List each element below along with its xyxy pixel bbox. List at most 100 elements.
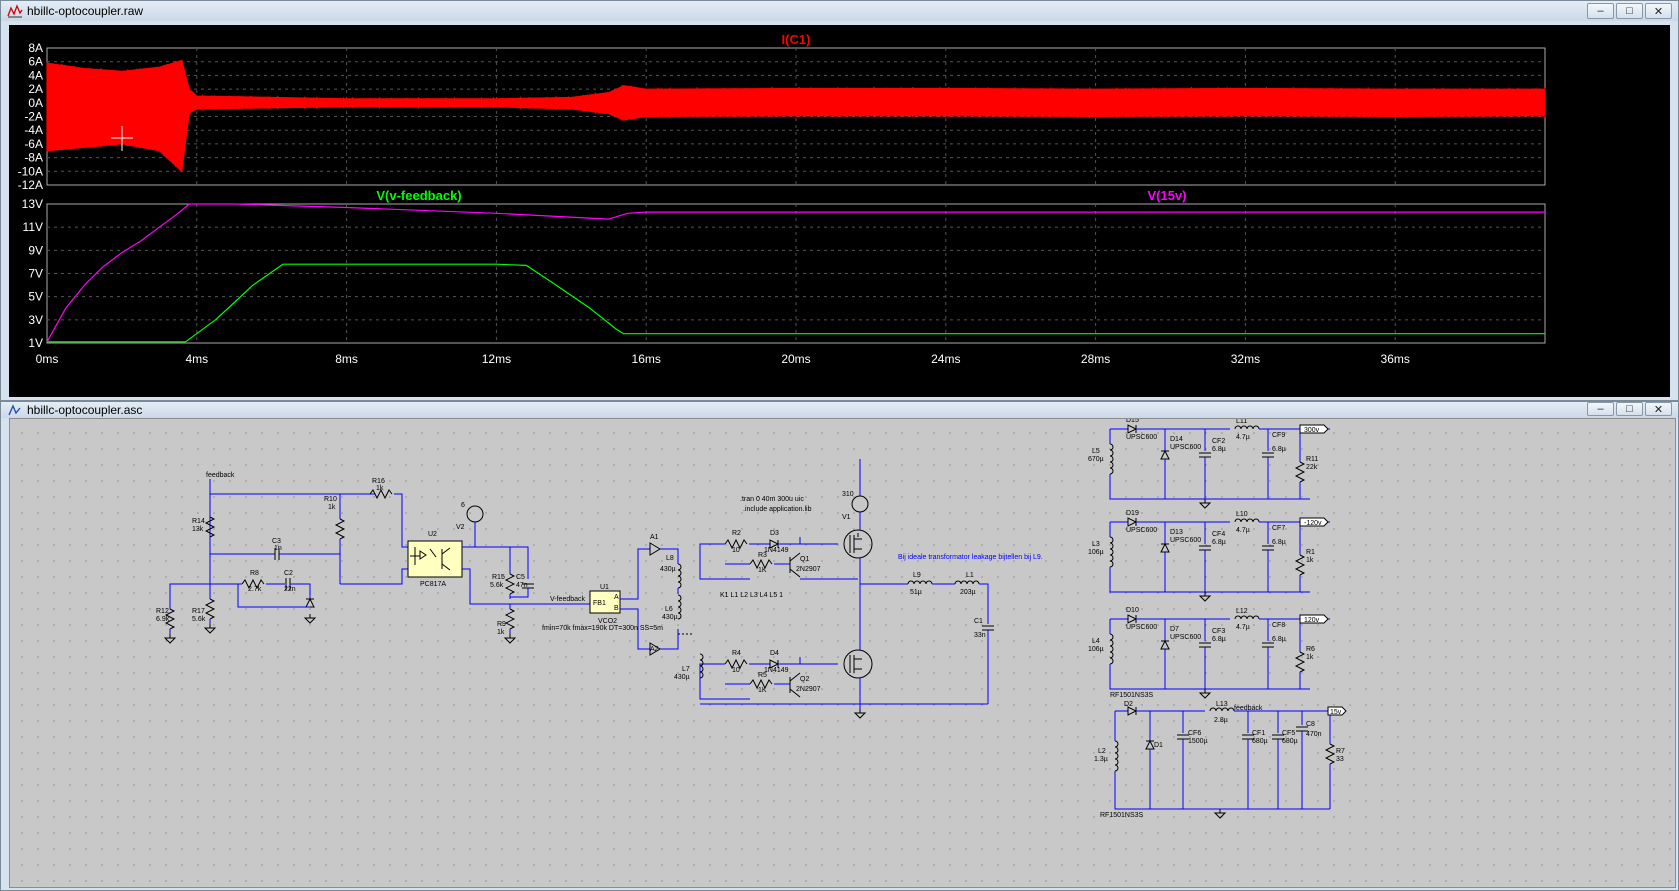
schematic-titlebar[interactable]: hbillc-optocoupler.asc – □ ✕: [1, 402, 1678, 418]
waveform-titlebar[interactable]: hbillc-optocoupler.raw – □ ✕: [1, 1, 1678, 21]
q1-transistor-symbol: [789, 552, 801, 578]
ground-icon: [1198, 499, 1212, 509]
q2-transistor-symbol: [789, 672, 801, 698]
x-tick-label: 20ms: [781, 352, 810, 366]
y-tick-label: 0A: [28, 96, 43, 110]
wire: [699, 543, 725, 564]
r17-resistor-symbol: [204, 598, 216, 620]
trace-v-15v: [46, 203, 1545, 343]
r5-name: R5: [758, 672, 767, 679]
trace-label-i-c1: I(C1): [782, 32, 811, 47]
railn120-l-inductor-symbol: [1109, 536, 1114, 568]
c1-value: 33n: [974, 632, 986, 639]
r10-resistor-symbol: [334, 518, 346, 540]
waveform-plot-area[interactable]: 8A6A4A2A0A-2A-4A-6A-8A-10A-12AI(C1)13V11…: [9, 25, 1670, 397]
wire: [340, 568, 408, 585]
rail120-l-name: L4: [1092, 638, 1100, 645]
u1-vco: [589, 590, 621, 614]
y-tick-label: 2A: [28, 82, 43, 96]
l6-inductor-symbol: [677, 594, 682, 620]
q-mosfet-lower: [843, 649, 873, 679]
schematic-minimize-button[interactable]: –: [1587, 402, 1614, 416]
r9-resistor-symbol: [504, 608, 516, 630]
x-tick-label: 0ms: [36, 352, 59, 366]
u1-pin-b: B: [614, 605, 619, 612]
q2-value: 2N2907: [796, 686, 821, 693]
l2-name: L2: [1098, 748, 1106, 755]
vco-params: fmin=70k fmax=190k DT=300n SS=5m: [542, 625, 663, 632]
mosfet-lower-internal: [849, 655, 862, 673]
d2-name: D2: [1124, 701, 1133, 708]
d1-value: RF1501NS3S: [1100, 812, 1144, 819]
c1-capacitor-symbol: [982, 625, 994, 631]
r12-value: 6.9k: [156, 616, 170, 623]
railn120-lf-name: L10: [1236, 511, 1248, 518]
y-tick-label: -2A: [24, 110, 43, 124]
rail120-r-value: 1k: [1306, 654, 1314, 661]
wire: [290, 583, 311, 599]
minimize-icon: –: [1597, 403, 1604, 415]
ground-icon: [203, 624, 217, 634]
rail120-r-resistor-symbol: [1294, 651, 1306, 673]
wire: [169, 583, 210, 604]
cf5-name: CF5: [1282, 730, 1295, 737]
railn120-cf2-capacitor-symbol: [1262, 545, 1274, 551]
minimize-button[interactable]: –: [1587, 3, 1614, 19]
mosfet-upper-internal: [849, 533, 862, 553]
d2-diode-symbol: [1127, 706, 1138, 716]
r8-resistor-symbol: [241, 578, 265, 590]
r17-name: R17: [192, 608, 205, 615]
wire: [1109, 567, 1310, 593]
r17-value: 5.6k: [192, 616, 206, 623]
railn120-r-value: 1k: [1306, 557, 1314, 564]
railn120-cf1-name: CF4: [1212, 531, 1225, 538]
railn120-r-name: R1: [1306, 549, 1315, 556]
rail300-dtop-value: UPSC600: [1126, 434, 1157, 441]
railn120-dmid-diode-symbol: [1160, 542, 1170, 553]
rail300-cf2-name: CF9: [1272, 432, 1285, 439]
schematic-close-button[interactable]: ✕: [1645, 402, 1672, 416]
v1-name: V1: [842, 514, 851, 521]
wire: [620, 608, 650, 650]
rail300-lf-name: L11: [1236, 419, 1247, 425]
close-button[interactable]: ✕: [1645, 3, 1672, 19]
u2-optocoupler: [407, 540, 463, 578]
comment-text: Bij ideale transformator leakage bijtell…: [898, 554, 1043, 561]
v1-source-symbol: [851, 495, 869, 513]
trace-label-v-15v: V(15v): [1147, 188, 1186, 203]
rail300-lf-inductor-symbol: [1234, 425, 1260, 430]
rail300-cf1-name: CF2: [1212, 438, 1225, 445]
rail120-cf1-value: 6.8µ: [1212, 636, 1226, 643]
wire: [394, 493, 408, 548]
railn120-net-flag: [1299, 517, 1329, 527]
u2-name: U2: [428, 531, 437, 538]
rail120-dtop-name: D10: [1126, 607, 1139, 614]
u1-value: VCO2: [598, 618, 617, 625]
u2-internal-symbol: [410, 547, 451, 571]
r14-value: 13k: [192, 526, 204, 533]
wire: [237, 584, 310, 608]
wire: [660, 629, 679, 650]
r7-resistor-symbol: [1324, 743, 1336, 765]
l6-name: L6: [665, 606, 673, 613]
railn120-l-name: L3: [1092, 541, 1100, 548]
u1-pin-fb1: FB1: [593, 600, 606, 607]
r3-name: R3: [758, 552, 767, 559]
schematic-maximize-button[interactable]: □: [1616, 402, 1643, 416]
rail300-lf-value: 4.7µ: [1236, 434, 1250, 441]
v1-value: 310: [842, 491, 854, 498]
maximize-button[interactable]: □: [1616, 3, 1643, 19]
ground-icon: [163, 634, 177, 644]
wire: [660, 548, 679, 564]
c2-value: 22n: [284, 586, 296, 593]
r16-value: 1k: [376, 485, 384, 492]
ground-icon: [1213, 809, 1227, 819]
r12-resistor-symbol: [164, 608, 176, 630]
wire: [1109, 474, 1310, 500]
rail300-cf2-capacitor-symbol: [1262, 452, 1274, 458]
a1-buffer-symbol: [649, 542, 661, 556]
railn120-cf1-value: 6.8µ: [1212, 539, 1226, 546]
schematic-drawing: feedbackR1413kR161kR101kC31nR82.7kC222nR…: [156, 419, 1347, 819]
